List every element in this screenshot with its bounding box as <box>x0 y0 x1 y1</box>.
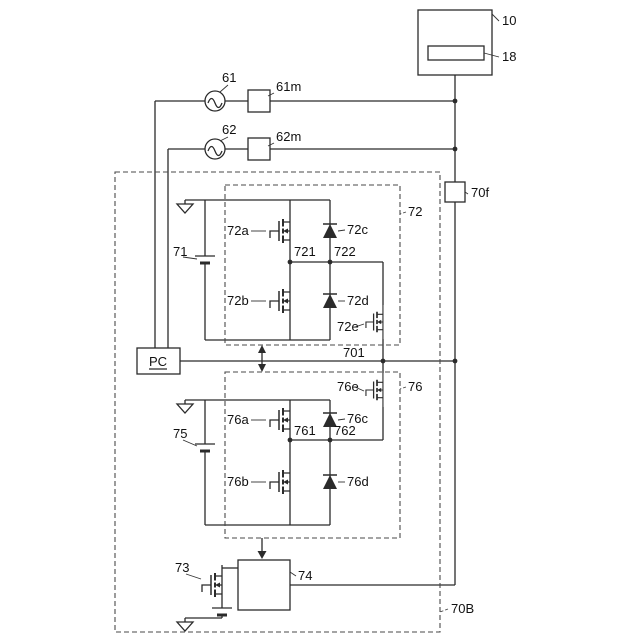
leader-line <box>354 323 365 328</box>
sine-symbol <box>207 97 223 109</box>
junction-dot <box>380 358 386 364</box>
junction-dot <box>452 146 458 152</box>
diode-76d-icon <box>322 474 338 490</box>
diode-72d-icon <box>322 293 338 309</box>
control-arrows <box>257 345 267 559</box>
label-61: 61 <box>222 70 236 85</box>
label-721: 721 <box>294 244 316 259</box>
arrow-down-icon <box>257 551 267 559</box>
wire <box>185 615 223 619</box>
wire <box>185 399 330 526</box>
label-61m: 61m <box>276 79 301 94</box>
diode-72c-icon <box>322 223 338 239</box>
label-62m: 62m <box>276 129 301 144</box>
label-70f: 70f <box>471 185 489 200</box>
leader-line <box>337 418 346 421</box>
mosfet-76b-icon <box>269 461 291 503</box>
leader-line <box>182 439 198 447</box>
leader-line <box>354 386 365 392</box>
label-72e: 72e <box>337 319 359 334</box>
leader-line <box>439 608 449 613</box>
junction-dot <box>287 259 293 265</box>
mosfet-76e-icon <box>365 372 384 408</box>
junction-dot <box>452 98 458 104</box>
label-18: 18 <box>502 49 516 64</box>
leader-line <box>464 191 469 195</box>
wire <box>185 199 330 341</box>
leader-line <box>289 571 297 577</box>
filter-70f-box <box>444 181 466 203</box>
ac-source-62-icon <box>204 138 226 160</box>
reference-labels: 10 18 61 61m 62 62m 70f 72 71 72a 72b 72… <box>149 13 517 616</box>
leader-line <box>337 229 346 232</box>
mosfet-72b-icon <box>269 280 291 322</box>
leader-line <box>267 92 275 97</box>
label-76b: 76b <box>227 474 249 489</box>
junction-dots <box>287 98 458 443</box>
converter-70B-boundary <box>114 171 441 633</box>
leader-line <box>399 386 407 390</box>
label-76d: 76d <box>347 474 369 489</box>
wires <box>154 75 456 619</box>
junction-dot <box>327 259 333 265</box>
label-72a: 72a <box>227 223 249 238</box>
meter-61m-box <box>247 89 271 113</box>
arrow-down-icon <box>258 364 266 372</box>
unit-74-box <box>237 559 291 611</box>
label-73: 73 <box>175 560 189 575</box>
outlet-18-box <box>427 45 485 61</box>
label-761: 761 <box>294 423 316 438</box>
junction-dot <box>327 437 333 443</box>
ac-source-circle <box>204 138 226 160</box>
pc-box <box>136 347 181 375</box>
label-10: 10 <box>502 13 516 28</box>
wire <box>167 148 205 348</box>
label-72d: 72d <box>347 293 369 308</box>
junction-dot <box>452 358 458 364</box>
pc-label: PC <box>149 354 167 369</box>
label-722: 722 <box>334 244 356 259</box>
label-76c: 76c <box>347 411 368 426</box>
leader-line <box>182 256 198 260</box>
label-70B: 70B <box>451 601 474 616</box>
label-701: 701 <box>343 345 365 360</box>
bridge-76-boundary <box>224 371 401 539</box>
meter-62m-box <box>247 137 271 161</box>
label-72c: 72c <box>347 222 368 237</box>
label-72: 72 <box>408 204 422 219</box>
mosfet-72e-icon <box>365 304 384 340</box>
leader-line <box>491 13 500 22</box>
mosfet-73-icon <box>201 564 223 606</box>
leader-lines <box>182 13 500 613</box>
sine-symbol <box>207 145 223 157</box>
leader-line <box>219 136 229 142</box>
unit-10-box <box>417 9 493 76</box>
leader-line <box>185 573 202 580</box>
leader-line <box>399 211 407 215</box>
junction-dot <box>287 437 293 443</box>
label-74: 74 <box>298 568 312 583</box>
ac-source-61-icon <box>204 90 226 112</box>
leader-line <box>483 52 500 58</box>
label-76e: 76e <box>337 379 359 394</box>
arrow-up-icon <box>258 345 266 353</box>
ground-icon <box>176 617 194 632</box>
wire <box>154 100 205 348</box>
leader-line <box>219 84 229 93</box>
label-76: 76 <box>408 379 422 394</box>
label-71: 71 <box>173 244 187 259</box>
label-762: 762 <box>334 423 356 438</box>
leader-line <box>267 142 275 147</box>
label-62: 62 <box>222 122 236 137</box>
label-72b: 72b <box>227 293 249 308</box>
ac-source-circle <box>204 90 226 112</box>
mosfet-76a-icon <box>269 399 291 441</box>
mosfet-72a-icon <box>269 210 291 252</box>
label-75: 75 <box>173 426 187 441</box>
label-76a: 76a <box>227 412 249 427</box>
ground-icon <box>176 399 194 414</box>
ground-icon <box>176 199 194 214</box>
